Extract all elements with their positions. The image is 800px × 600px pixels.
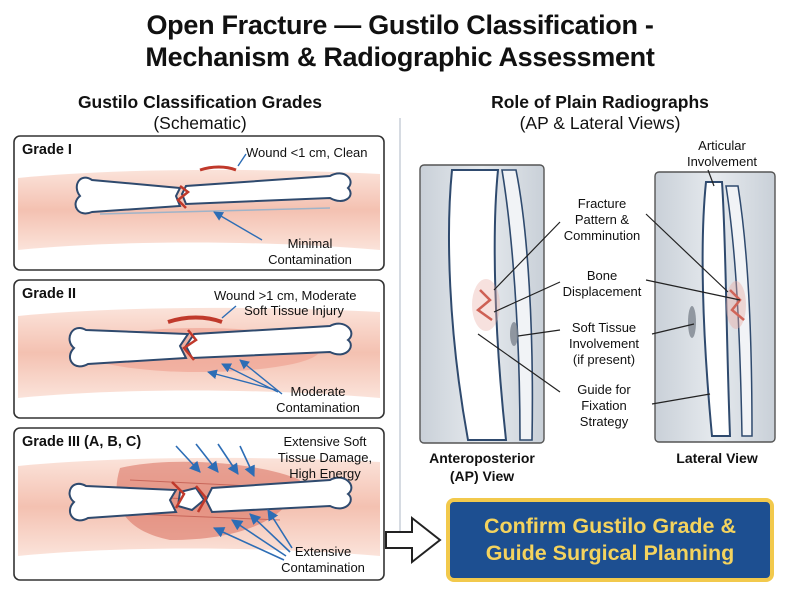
fixation-callout-2: Fixation [581,398,627,413]
grade-3-wound-label-1: Extensive Soft [283,434,367,449]
right-heading: Role of Plain Radiographs [491,92,709,112]
grade-2-label: Grade II [22,286,76,302]
soft-tissue-callout-2: Involvement [568,336,640,351]
title-line-1: Open Fracture — Gustilo Classification - [146,10,654,40]
to-cta-arrow [385,515,442,565]
right-subheading: (AP & Lateral Views) [519,113,681,133]
cta-box: Confirm Gustilo Grade & Guide Surgical P… [446,498,774,582]
grade-3-card [13,427,385,581]
callout-leaders [477,169,741,405]
ap-tibia [448,169,508,441]
displacement-callout-1: Bone [586,268,618,283]
grade-3-wound-label-3: High Energy [289,466,361,481]
fracture-callout-2: Pattern & [574,212,630,227]
fixation-callout-3: Strategy [579,414,629,429]
grade-2-wound-label-2: Soft Tissue Injury [244,303,344,318]
soft-tissue-callout-1: Soft Tissue [571,320,637,335]
left-subheading: (Schematic) [153,113,247,133]
grade-2-wound-label-1: Wound >1 cm, Moderate [214,288,357,303]
fixation-callout-1: Guide for [577,382,631,397]
fracture-callout-1: Fracture [577,196,627,211]
ap-fibula [501,169,534,441]
grade-3-label: Grade III (A, B, C) [22,434,142,450]
grade-1-label: Grade I [22,142,72,158]
grade-3-contamination-2: Contamination [281,560,365,575]
title-line-2: Mechanism & Radiographic Assessment [145,42,655,72]
cta-line-1: Confirm Gustilo Grade & [483,514,737,538]
lateral-tibia [701,181,732,437]
ap-xray [419,164,545,444]
grade-3-contamination-1: Extensive [294,544,352,559]
grade-1-contamination-1: Minimal [287,236,333,251]
grade-1-wound-label: Wound <1 cm, Clean [246,145,368,160]
grade-2-contamination-2: Contamination [276,400,360,415]
grade-1-contamination-2: Contamination [268,252,352,267]
grade-3-bone [68,476,353,522]
grade-1-wound [199,165,237,172]
grade-2-card [13,279,385,419]
ap-view-label-2: (AP) View [449,468,515,484]
articular-label-1: Articular [698,138,746,153]
lateral-xray [654,171,776,443]
grade-3-wound-label-2: Tissue Damage, [277,450,373,465]
cta-line-2: Guide Surgical Planning [485,541,735,565]
grade-1-bone [74,172,352,215]
ap-view-label-1: Anteroposterior [429,450,535,466]
grade-1-card [13,135,385,271]
grade-1-fracture-line [176,185,191,209]
soft-tissue-callout-3: (if present) [572,352,636,367]
grade-2-bone [68,322,353,368]
grade-2-contamination-1: Moderate [290,384,346,399]
articular-label-2: Involvement [686,154,758,169]
grade-2-wound [167,315,223,324]
lateral-view-label: Lateral View [676,450,758,466]
fracture-callout-3: Comminution [563,228,641,243]
left-heading: Gustilo Classification Grades [77,92,323,112]
displacement-callout-2: Displacement [562,284,642,299]
